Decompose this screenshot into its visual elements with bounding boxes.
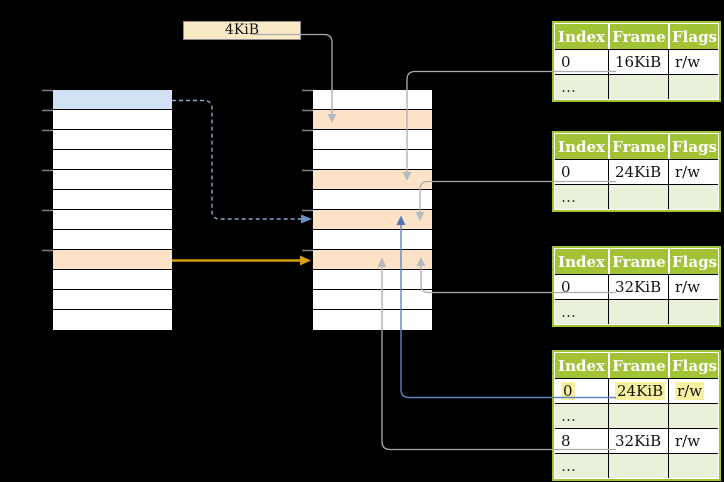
memory-row [53, 150, 172, 170]
memory-row-orange [313, 170, 432, 190]
memory-row-orange [313, 250, 432, 270]
table-row-ellipsis: … [555, 299, 718, 324]
memory-row [53, 190, 172, 210]
column-header-flags: Flags [668, 249, 718, 274]
memory-row [53, 310, 172, 330]
table-cell [668, 299, 718, 324]
highlighted-value: 0 [561, 382, 575, 400]
memory-row-blue [53, 90, 172, 110]
table-cell: … [555, 74, 608, 99]
highlighted-value: r/w [675, 382, 705, 400]
table-row-ellipsis: … [555, 184, 718, 209]
table-cell: 16KiB [608, 49, 668, 74]
table-cell: 24KiB [608, 159, 668, 184]
column-header-frame: Frame [608, 134, 668, 159]
column-header-flags: Flags [668, 134, 718, 159]
column-header-flags: Flags [668, 24, 718, 49]
table-cell [608, 403, 668, 428]
page-size-label: 4KiB [183, 21, 301, 40]
column-header-frame: Frame [608, 353, 668, 378]
memory-row [313, 290, 432, 310]
table-cell: … [555, 403, 608, 428]
arrow-virtual-page-to-frame-dashed [172, 99, 312, 224]
table-cell [608, 299, 668, 324]
memory-row [53, 290, 172, 310]
memory-row-orange [313, 110, 432, 130]
arrow-virtual-page-to-frame-orange [172, 255, 311, 266]
table-cell: … [555, 184, 608, 209]
table-row-ellipsis: … [555, 403, 718, 428]
table-cell: 32KiB [608, 274, 668, 299]
table-cell [668, 184, 718, 209]
table-cell: r/w [668, 378, 718, 403]
memory-row [313, 310, 432, 330]
table-cell: r/w [668, 159, 718, 184]
column-header-index: Index [555, 134, 608, 159]
memory-row [53, 210, 172, 230]
physical-memory-table [312, 89, 433, 331]
table-row-ellipsis: … [555, 74, 718, 99]
memory-row [53, 130, 172, 150]
highlighted-value: 24KiB [615, 382, 666, 400]
table-cell: r/w [668, 428, 718, 453]
memory-row [53, 170, 172, 190]
memory-row [53, 110, 172, 130]
table-cell: 0 [555, 378, 608, 403]
column-header-index: Index [555, 249, 608, 274]
column-header-flags: Flags [668, 353, 718, 378]
memory-row [313, 150, 432, 170]
table-cell [668, 74, 718, 99]
memory-row [313, 270, 432, 290]
table-cell: 32KiB [608, 428, 668, 453]
table-cell [668, 453, 718, 478]
table-cell: … [555, 453, 608, 478]
table-cell: … [555, 299, 608, 324]
table-cell [668, 403, 718, 428]
table-cell: 0 [555, 274, 608, 299]
table-cell: 8 [555, 428, 608, 453]
column-header-index: Index [555, 353, 608, 378]
table-cell [608, 453, 668, 478]
table-cell: 0 [555, 159, 608, 184]
table-cell: r/w [668, 274, 718, 299]
table-row-entry: 0 24KiB r/w [555, 378, 718, 403]
memory-row [313, 190, 432, 210]
memory-row-orange [313, 210, 432, 230]
table-cell [608, 74, 668, 99]
memory-row [53, 270, 172, 290]
virtual-memory-table [52, 89, 173, 331]
table-cell: 0 [555, 49, 608, 74]
column-header-frame: Frame [608, 24, 668, 49]
memory-row [53, 230, 172, 250]
table-cell: 24KiB [608, 378, 668, 403]
table-cell: r/w [668, 49, 718, 74]
table-cell [608, 184, 668, 209]
memory-row-orange [53, 250, 172, 270]
memory-row [313, 130, 432, 150]
column-header-index: Index [555, 24, 608, 49]
column-header-frame: Frame [608, 249, 668, 274]
table-row-ellipsis: … [555, 453, 718, 478]
memory-row [313, 90, 432, 110]
memory-row [313, 230, 432, 250]
